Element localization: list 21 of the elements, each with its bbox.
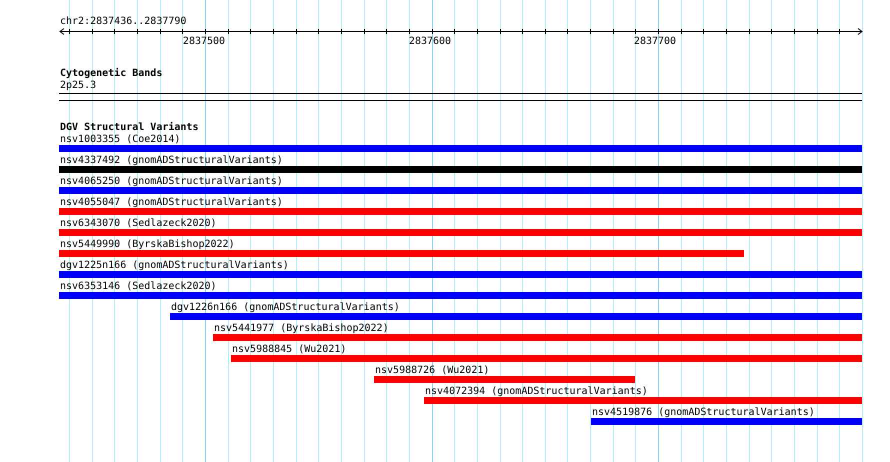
feature-label: dgv1225n166 (gnomADStructuralVariants)	[60, 260, 289, 271]
feature-label: nsv5988845 (Wu2021)	[232, 344, 346, 355]
feature-label: nsv6343070 (Sedlazeck2020)	[60, 218, 217, 229]
feature-label: nsv4065250 (gnomADStructuralVariants)	[60, 176, 283, 187]
tick-label: 2837700	[634, 36, 676, 47]
band-label: 2p25.3	[60, 80, 96, 91]
tick-label: 2837600	[408, 36, 452, 47]
feature-label: nsv4072394 (gnomADStructuralVariants)	[425, 386, 648, 397]
track-title: DGV Structural Variants	[60, 122, 198, 133]
feature-label: nsv4055047 (gnomADStructuralVariants)	[60, 197, 283, 208]
feature-label: nsv1003355 (Coe2014)	[60, 134, 180, 145]
feature-label: dgv1226n166 (gnomADStructuralVariants)	[171, 302, 400, 313]
feature-label: nsv4337492 (gnomADStructuralVariants)	[60, 155, 283, 166]
feature-label: nsv5988726 (Wu2021)	[375, 365, 490, 376]
feature-label: nsv5449990 (ByrskaBishop2022)	[60, 239, 235, 250]
feature-label: nsv6353146 (Sedlazeck2020)	[60, 281, 217, 292]
feature-label: nsv4519876 (gnomADStructuralVariants)	[592, 407, 815, 418]
region-label: chr2:2837436..2837790	[60, 16, 186, 27]
feature-label: nsv5441977 (ByrskaBishop2022)	[214, 323, 389, 334]
tick-label: 2837500	[182, 36, 226, 47]
track-title: Cytogenetic Bands	[60, 68, 162, 79]
